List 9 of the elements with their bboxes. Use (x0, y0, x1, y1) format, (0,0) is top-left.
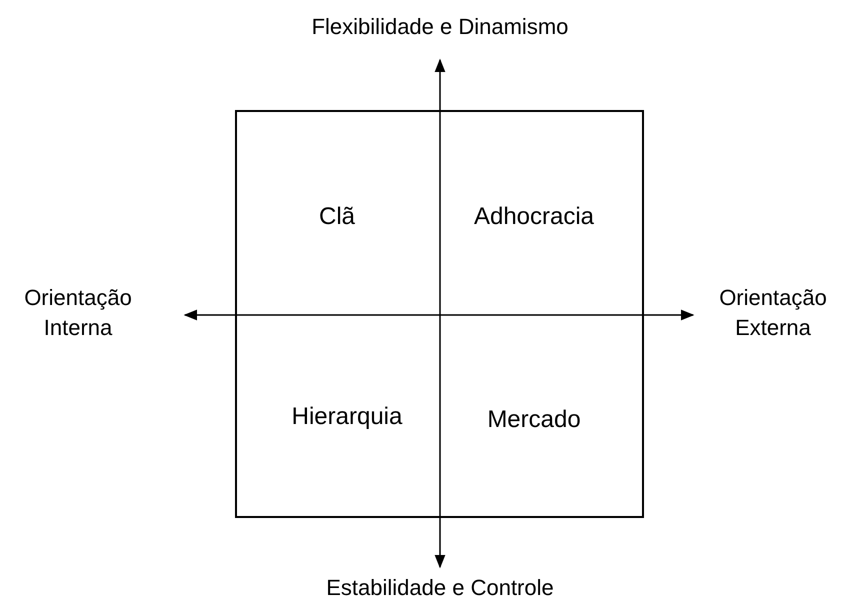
quadrant-label: Adhocracia (474, 202, 594, 232)
axis-label: Orientação Interna (23, 284, 133, 342)
quadrant-square (235, 110, 644, 518)
axis-label: Flexibilidade e Dinamismo (312, 13, 568, 41)
axis-label: Orientação Externa (718, 284, 828, 342)
quadrant-label: Clã (319, 202, 355, 232)
quadrant-label: Mercado (487, 405, 581, 435)
axis-label: Estabilidade e Controle (326, 574, 554, 602)
quadrant-label: Hierarquia (292, 402, 402, 432)
